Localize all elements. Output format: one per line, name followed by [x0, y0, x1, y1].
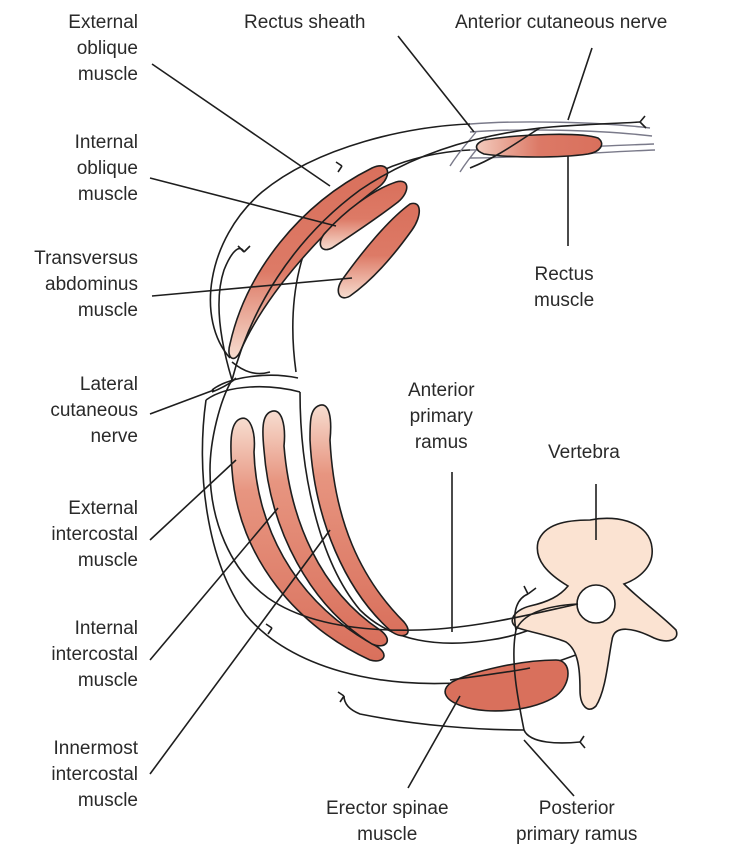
vertebral-foramen — [577, 585, 615, 623]
leader-posterior-primary-ramus — [524, 740, 574, 796]
label-external-oblique-muscle: External oblique muscle — [68, 10, 138, 88]
label-lateral-cutaneous-nerve: Lateral cutaneous nerve — [50, 372, 138, 450]
label-internal-oblique-muscle: Internal oblique muscle — [75, 130, 138, 208]
leader-external-oblique — [152, 64, 330, 186]
label-erector-spinae-muscle: Erector spinae muscle — [326, 796, 449, 848]
label-innermost-intercostal-muscle: Innermost intercostal muscle — [51, 736, 138, 814]
fascia-outlines — [202, 124, 590, 684]
leader-innermost-intercostal — [150, 530, 330, 774]
label-internal-intercostal-muscle: Internal intercostal muscle — [51, 616, 138, 694]
leader-internal-oblique — [150, 178, 336, 226]
label-posterior-primary-ramus: Posterior primary ramus — [516, 796, 637, 848]
rectus-muscle — [477, 134, 602, 157]
label-anterior-cutaneous-nerve: Anterior cutaneous nerve — [455, 10, 667, 36]
leader-anterior-cutaneous — [568, 48, 592, 120]
label-rectus-muscle: Rectus muscle — [534, 262, 594, 314]
label-transversus-abdominus-muscle: Transversus abdominus muscle — [34, 246, 138, 324]
leader-rectus-sheath — [398, 36, 474, 132]
label-external-intercostal-muscle: External intercostal muscle — [51, 496, 138, 574]
leader-external-intercostal — [150, 460, 236, 540]
label-anterior-primary-ramus: Anterior primary ramus — [408, 378, 475, 456]
leader-erector-spinae — [408, 696, 460, 788]
outer-fascia-2 — [232, 362, 270, 374]
erector-spinae-muscle — [445, 660, 568, 711]
leader-internal-intercostal — [150, 508, 278, 660]
abdominal-muscles — [229, 134, 602, 358]
label-rectus-sheath: Rectus sheath — [244, 10, 365, 36]
label-vertebra: Vertebra — [548, 440, 620, 466]
lateral-junction — [212, 375, 298, 390]
